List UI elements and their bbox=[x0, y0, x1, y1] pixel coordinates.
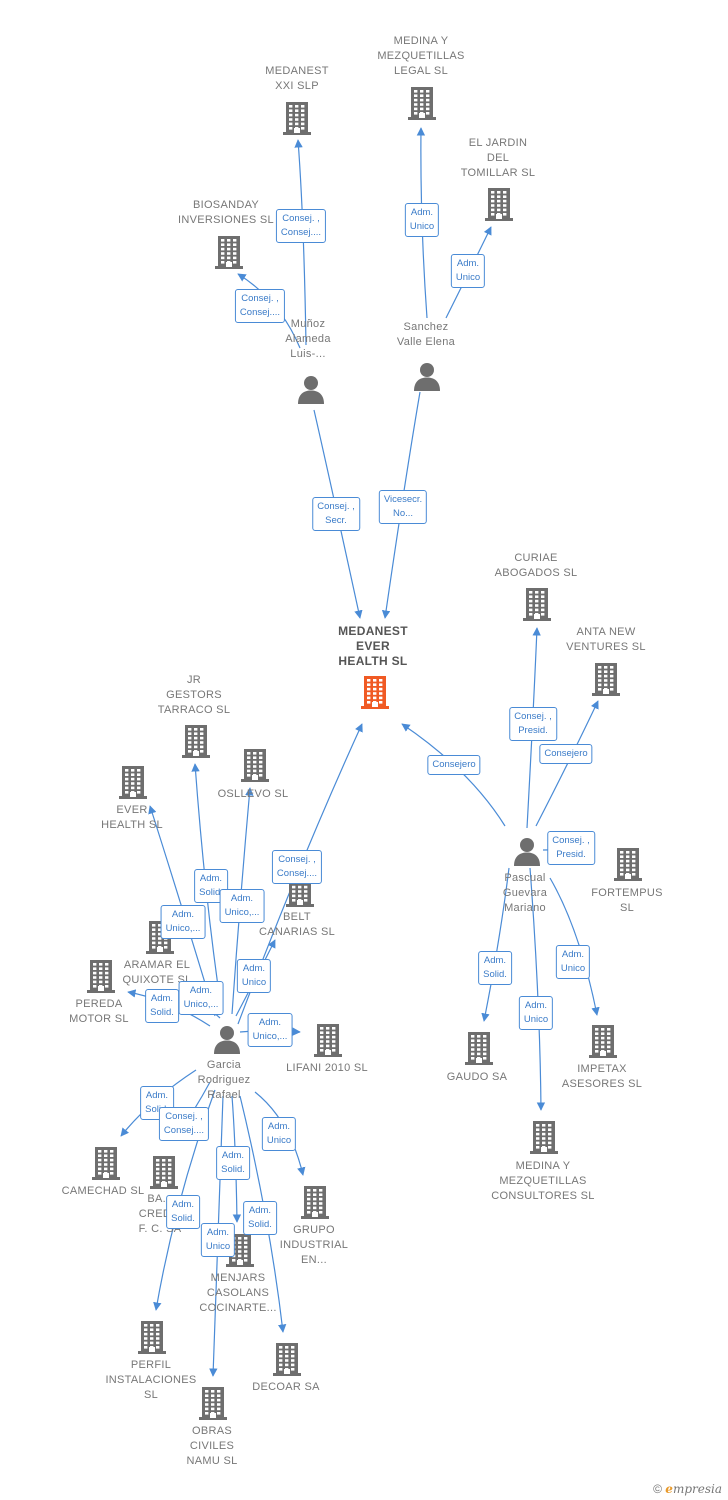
edge-label[interactable]: Adm. Unico bbox=[200, 1223, 236, 1257]
company-name-fortempus[interactable]: FORTEMPUS SL bbox=[591, 887, 663, 914]
building-icon[interactable] bbox=[299, 1185, 331, 1219]
building-icon[interactable] bbox=[359, 675, 391, 709]
building-icon[interactable] bbox=[587, 1024, 619, 1058]
company-name-medanest_xxi[interactable]: MEDANEST XXI SLP bbox=[265, 65, 329, 92]
building-icon[interactable] bbox=[117, 765, 149, 799]
company-name-gaudo[interactable]: GAUDO SA bbox=[446, 1071, 508, 1083]
edge-label[interactable]: Adm. Unico bbox=[261, 1117, 297, 1151]
edge-label[interactable]: Consejero bbox=[427, 755, 481, 775]
edge-label[interactable]: Consej. , Consej.... bbox=[234, 289, 286, 323]
building-icon[interactable] bbox=[463, 1031, 495, 1065]
building-icon[interactable] bbox=[213, 235, 245, 269]
edge-label[interactable]: Vicesecr. No... bbox=[378, 490, 428, 524]
person-name-sanchez[interactable]: Sanchez Valle Elena bbox=[396, 321, 456, 348]
building-icon[interactable] bbox=[612, 847, 644, 881]
person-icon[interactable] bbox=[412, 361, 442, 391]
company-name-aramar[interactable]: ARAMAR EL QUIXOTE SL bbox=[122, 959, 192, 986]
building-icon[interactable] bbox=[590, 662, 622, 696]
edge-label[interactable]: Adm. Unico bbox=[555, 945, 591, 979]
company-name-lifani[interactable]: LIFANI 2010 SL bbox=[286, 1062, 368, 1074]
person-name-munoz[interactable]: Muñoz Alameda Luis-... bbox=[285, 318, 331, 360]
company-name-impetax[interactable]: IMPETAX ASESORES SL bbox=[561, 1063, 643, 1090]
edge-label[interactable]: Adm. Unico,... bbox=[219, 889, 265, 923]
building-icon[interactable] bbox=[281, 101, 313, 135]
building-icon[interactable] bbox=[239, 748, 271, 782]
edge-label[interactable]: Adm. Solid. bbox=[145, 989, 179, 1023]
edge-label[interactable]: Consej. , Secr. bbox=[312, 497, 360, 531]
company-name-menjars[interactable]: MENJARS CASOLANS COCINARTE... bbox=[199, 1272, 277, 1314]
edge-label[interactable]: Consej. , Consej.... bbox=[158, 1107, 210, 1141]
building-icon[interactable] bbox=[406, 86, 438, 120]
copyright-symbol: © bbox=[653, 1482, 662, 1496]
edge-label[interactable]: Adm. Unico bbox=[404, 203, 440, 237]
building-icon[interactable] bbox=[148, 1155, 180, 1189]
building-icon[interactable] bbox=[521, 587, 553, 621]
person-icon[interactable] bbox=[296, 374, 326, 404]
building-icon[interactable] bbox=[136, 1320, 168, 1354]
company-name-pereda[interactable]: PEREDA MOTOR SL bbox=[69, 998, 129, 1025]
edge-label[interactable]: Adm. Unico,... bbox=[160, 905, 206, 939]
edge-label[interactable]: Consej. , Presid. bbox=[547, 831, 595, 865]
building-icon[interactable] bbox=[483, 187, 515, 221]
edge-label[interactable]: Adm. Unico,... bbox=[178, 981, 224, 1015]
person-name-garcia[interactable]: Garcia Rodriguez Rafael bbox=[197, 1059, 251, 1101]
person-icon[interactable] bbox=[512, 836, 542, 866]
company-name-jardin[interactable]: EL JARDIN DEL TOMILLAR SL bbox=[460, 137, 536, 179]
company-name-obras[interactable]: OBRAS CIVILES NAMU SL bbox=[186, 1425, 238, 1467]
building-icon[interactable] bbox=[271, 1342, 303, 1376]
edge-pascual-gaudo bbox=[481, 867, 510, 1022]
building-icon[interactable] bbox=[180, 724, 212, 758]
edge-label[interactable]: Adm. Unico bbox=[450, 254, 486, 288]
building-icon[interactable] bbox=[85, 959, 117, 993]
edge-label[interactable]: Consejero bbox=[539, 744, 593, 764]
company-name-decoar[interactable]: DECOAR SA bbox=[252, 1381, 320, 1393]
edge-pascual-impetax bbox=[549, 877, 600, 1016]
edge-label[interactable]: Adm. Unico,... bbox=[247, 1013, 293, 1047]
company-name-grupo[interactable]: GRUPO INDUSTRIAL EN... bbox=[279, 1224, 349, 1266]
building-icon[interactable] bbox=[197, 1386, 229, 1420]
person-name-pascual[interactable]: Pascual Guevara Mariano bbox=[502, 872, 548, 914]
edge-label[interactable]: Adm. Solid. bbox=[166, 1195, 200, 1229]
building-icon[interactable] bbox=[528, 1120, 560, 1154]
edge-label[interactable]: Consej. , Consej.... bbox=[271, 850, 323, 884]
edge-label[interactable]: Adm. Solid. bbox=[194, 869, 228, 903]
person-icon[interactable] bbox=[212, 1024, 242, 1054]
company-name-osllevo[interactable]: OSLLEVO SL bbox=[217, 788, 289, 800]
company-name-perfil[interactable]: PERFIL INSTALACIONES SL bbox=[105, 1359, 197, 1401]
edge-label[interactable]: Consej. , Consej.... bbox=[275, 209, 327, 243]
company-name-ever_health[interactable]: EVER HEALTH SL bbox=[101, 804, 163, 831]
edge-label[interactable]: Adm. Solid. bbox=[478, 951, 512, 985]
company-name-belt[interactable]: BELT CANARIAS SL bbox=[258, 911, 336, 938]
company-name-curiae[interactable]: CURIAE ABOGADOS SL bbox=[494, 552, 578, 579]
company-name-jr[interactable]: JR GESTORS TARRACO SL bbox=[157, 674, 231, 716]
edge-label[interactable]: Adm. Unico bbox=[236, 959, 272, 993]
edge-pascual-medanest_ever bbox=[401, 723, 506, 827]
edge-label[interactable]: Adm. Solid. bbox=[216, 1146, 250, 1180]
edge-label[interactable]: Consej. , Presid. bbox=[509, 707, 557, 741]
building-icon[interactable] bbox=[90, 1146, 122, 1180]
company-name-anta[interactable]: ANTA NEW VENTURES SL bbox=[566, 626, 646, 653]
company-name-medina_legal[interactable]: MEDINA Y MEZQUETILLAS LEGAL SL bbox=[377, 35, 465, 77]
company-name-medina_consult[interactable]: MEDINA Y MEZQUETILLAS CONSULTORES SL bbox=[491, 1160, 595, 1202]
edge-label[interactable]: Adm. Solid. bbox=[140, 1086, 174, 1120]
footer-credit: © empresia bbox=[653, 1482, 722, 1496]
company-name-camechad[interactable]: CAMECHAD SL bbox=[61, 1185, 145, 1197]
company-name-biosanday[interactable]: BIOSANDAY INVERSIONES SL bbox=[178, 199, 274, 226]
empresia-logo[interactable]: empresia bbox=[665, 1482, 722, 1496]
edge-label[interactable]: Adm. Unico bbox=[518, 996, 554, 1030]
edge-pascual-medina_consult bbox=[529, 867, 546, 1111]
building-icon[interactable] bbox=[312, 1023, 344, 1057]
company-name-medanest_ever[interactable]: MEDANEST EVER HEALTH SL bbox=[338, 624, 408, 668]
edge-label[interactable]: Adm. Solid. bbox=[243, 1201, 277, 1235]
